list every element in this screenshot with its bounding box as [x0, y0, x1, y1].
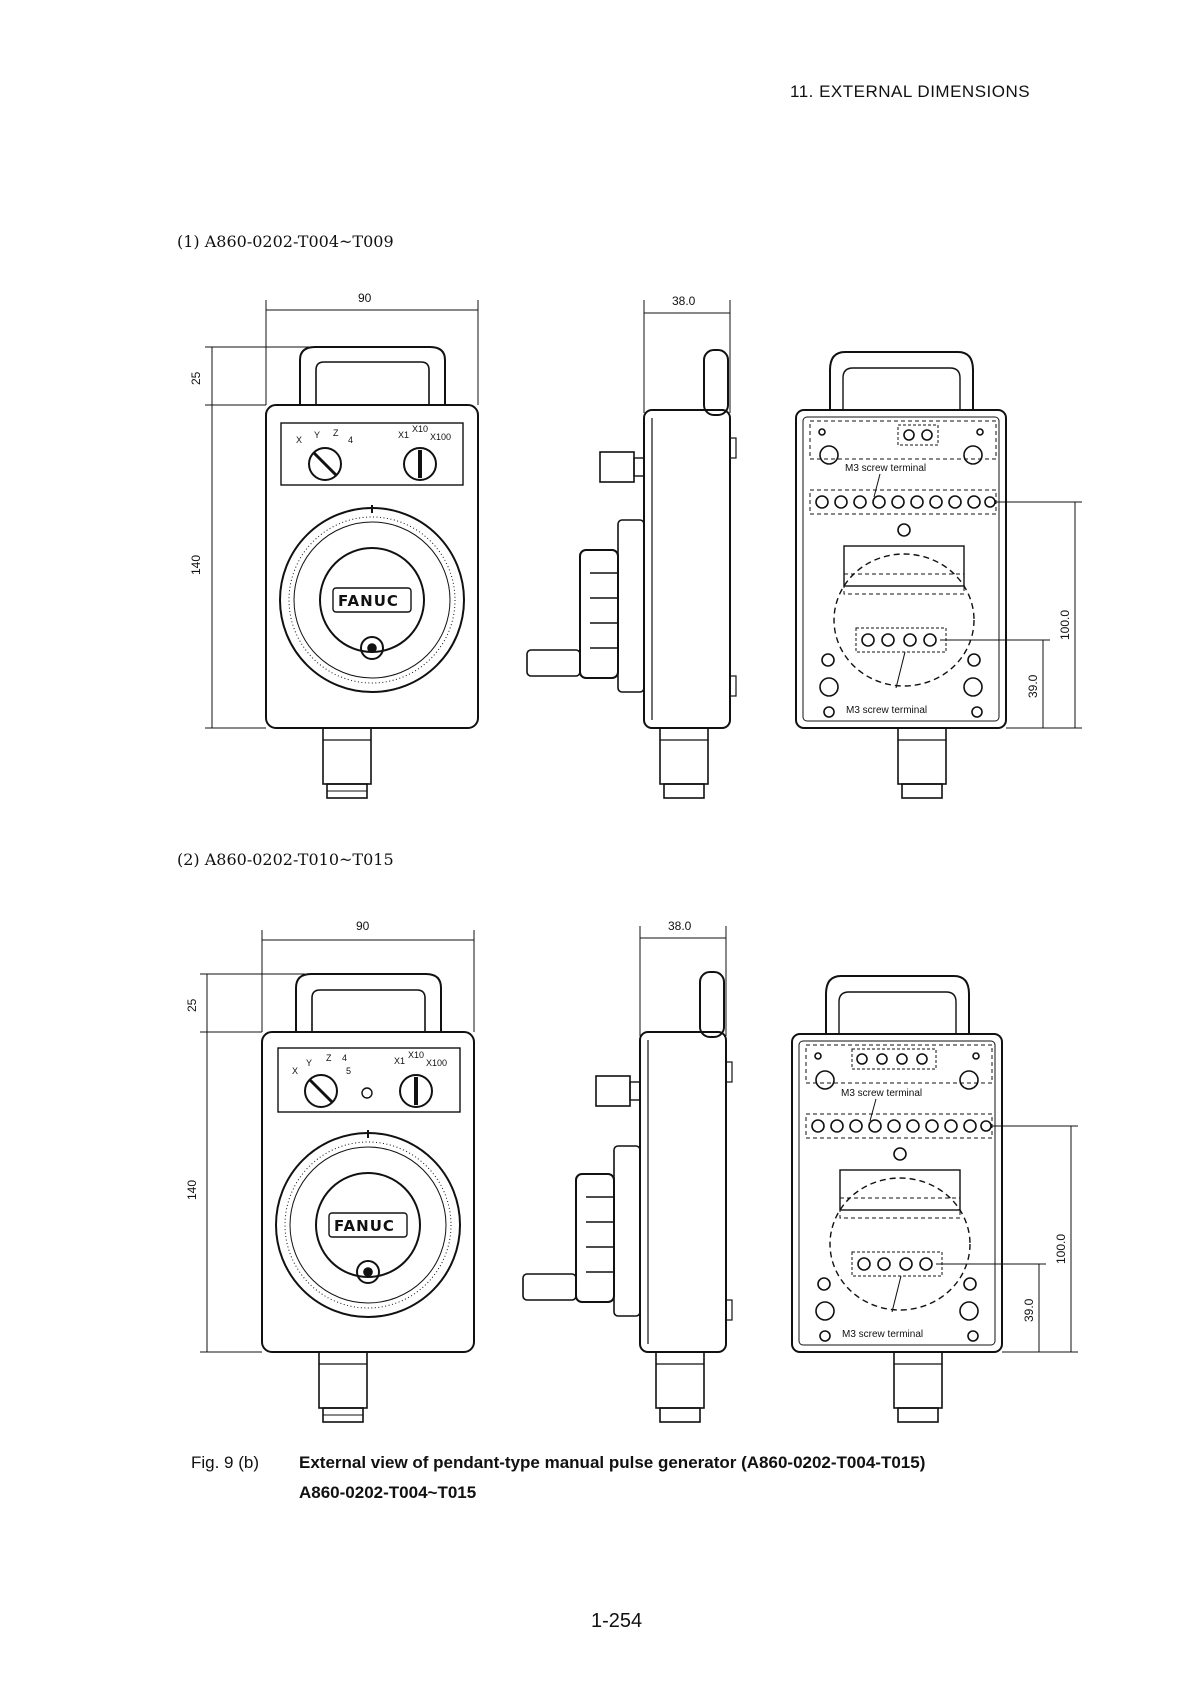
mult-label-x1: X1 [398, 430, 409, 440]
section-1-title: (1) A860-0202-T004~T009 [177, 232, 394, 251]
side-view-2: 38.0 [522, 919, 733, 1423]
dim-handle-label: 25 [189, 371, 203, 385]
mult-label-x100: X100 [426, 1058, 447, 1068]
back-view-2: M3 screw terminal M3 screw terminal [791, 975, 1078, 1423]
terminal-row-1 [815, 495, 996, 509]
terminal-label-bottom: M3 screw terminal [846, 705, 927, 716]
page-number: 1-254 [591, 1610, 643, 1632]
axis-label-z: Z [326, 1053, 332, 1063]
dim-body-label: 140 [185, 1180, 199, 1200]
axis-label-x: X [296, 435, 302, 445]
figure-2: 90 25 140 X Y Z 4 5 X1 X10 [185, 919, 1078, 1423]
dim-width-label: 90 [356, 919, 370, 933]
dim-handle-label: 25 [185, 998, 199, 1012]
terminal-label-top: M3 screw terminal [845, 463, 926, 474]
dim-lower-terminal-label: 39.0 [1022, 1298, 1036, 1322]
figure-caption: Fig. 9 (b) External view of pendant-type … [191, 1448, 925, 1508]
terminal-label-top: M3 screw terminal [841, 1088, 922, 1099]
axis-label-4: 4 [348, 435, 353, 445]
dim-terminal-row-label: 100.0 [1058, 610, 1072, 640]
front-view-2: 90 25 140 X Y Z 4 5 X1 X10 [185, 919, 475, 1423]
front-view-1: 90 25 140 X Y Z 4 X1 [189, 291, 479, 799]
fanuc-logo: FANUC [338, 592, 399, 610]
dim-lower-terminal-label: 39.0 [1026, 674, 1040, 698]
axis-label-y: Y [314, 430, 320, 440]
dim-body-label: 140 [189, 555, 203, 575]
dim-depth-label: 38.0 [668, 919, 692, 933]
axis-label-z: Z [333, 428, 339, 438]
caption-line-1: External view of pendant-type manual pul… [299, 1453, 926, 1472]
axis-label-5: 5 [346, 1066, 351, 1076]
axis-label-y: Y [306, 1058, 312, 1068]
dim-depth-label: 38.0 [672, 294, 696, 308]
axis-label-x: X [292, 1066, 298, 1076]
section-2-title: (2) A860-0202-T010~T015 [177, 850, 394, 869]
terminal-label-bottom: M3 screw terminal [842, 1329, 923, 1340]
caption-figure-label: Fig. 9 (b) [191, 1453, 260, 1472]
mult-label-x10: X10 [408, 1050, 424, 1060]
side-view-1: 38.0 [526, 294, 737, 799]
mult-label-x100: X100 [430, 432, 451, 442]
mult-label-x1: X1 [394, 1056, 405, 1066]
mult-label-x10: X10 [412, 424, 428, 434]
caption-line-2: A860-0202-T004~T015 [299, 1483, 477, 1502]
terminal-row-2 [811, 1119, 992, 1133]
fanuc-logo: FANUC [334, 1217, 395, 1235]
axis-label-4: 4 [342, 1053, 347, 1063]
chapter-header: 11. EXTERNAL DIMENSIONS [790, 82, 1031, 101]
dim-width-label: 90 [358, 291, 372, 305]
figure-1: 90 25 140 X Y Z 4 X1 [189, 291, 1082, 799]
back-view-1: M3 screw terminal M3 screw terminal [795, 351, 1082, 799]
dim-terminal-row-label: 100.0 [1054, 1234, 1068, 1264]
